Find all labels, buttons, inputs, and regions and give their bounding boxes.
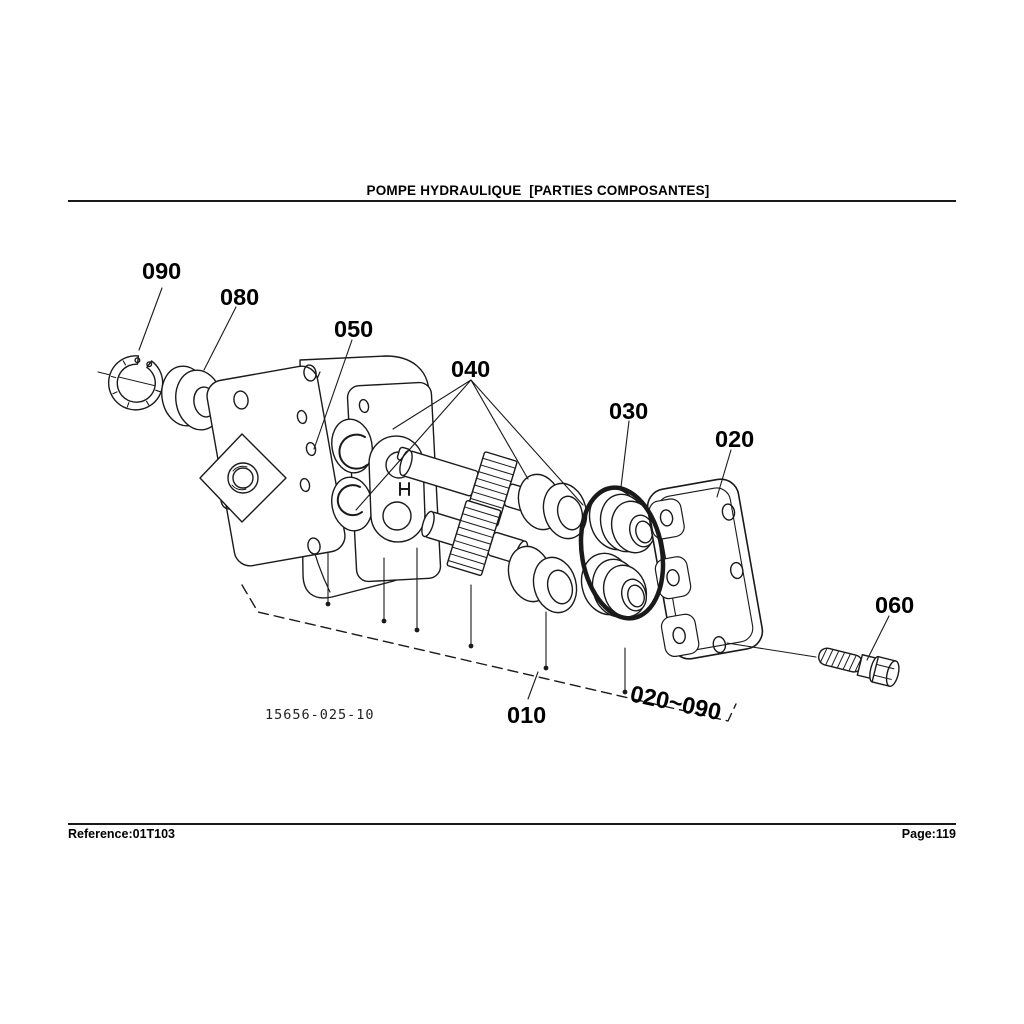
drawing-number: 15656-025-10: [265, 707, 375, 723]
callout-drop-lines: [325, 547, 628, 695]
bearings-drawing: [507, 473, 588, 614]
bearing-plate-drawing: [368, 435, 426, 543]
page-title: POMPE HYDRAULIQUE [PARTIES COMPOSANTES]: [366, 183, 710, 198]
leader-lines: [138, 287, 890, 700]
bolt-060-drawing: [818, 647, 900, 688]
callout-030: 030: [609, 398, 648, 424]
callout-090: 090: [142, 258, 181, 284]
header-divider: [68, 200, 956, 202]
footer-page-number: Page:119: [901, 827, 956, 841]
callout-020: 020: [715, 426, 754, 452]
callout-060: 060: [875, 592, 914, 618]
callout-050: 050: [334, 316, 373, 342]
footer-reference: Reference:01T103: [68, 827, 176, 841]
assembly-dashed-line: [241, 584, 737, 722]
callout-080: 080: [220, 284, 259, 310]
o-ring-030-drawing: [578, 485, 666, 621]
callout-040: 040: [451, 356, 490, 382]
footer-divider: [68, 823, 956, 825]
end-cover-drawing: [646, 478, 764, 660]
snap-ring-090-drawing: [108, 355, 164, 411]
lower-gear-shaft-drawing: [421, 500, 529, 577]
seal-rings-drawing: [336, 433, 368, 517]
callout-range-020-090: 020~090: [628, 680, 724, 725]
callout-010: 010: [507, 702, 546, 728]
port-bosses-drawing: [580, 487, 656, 618]
